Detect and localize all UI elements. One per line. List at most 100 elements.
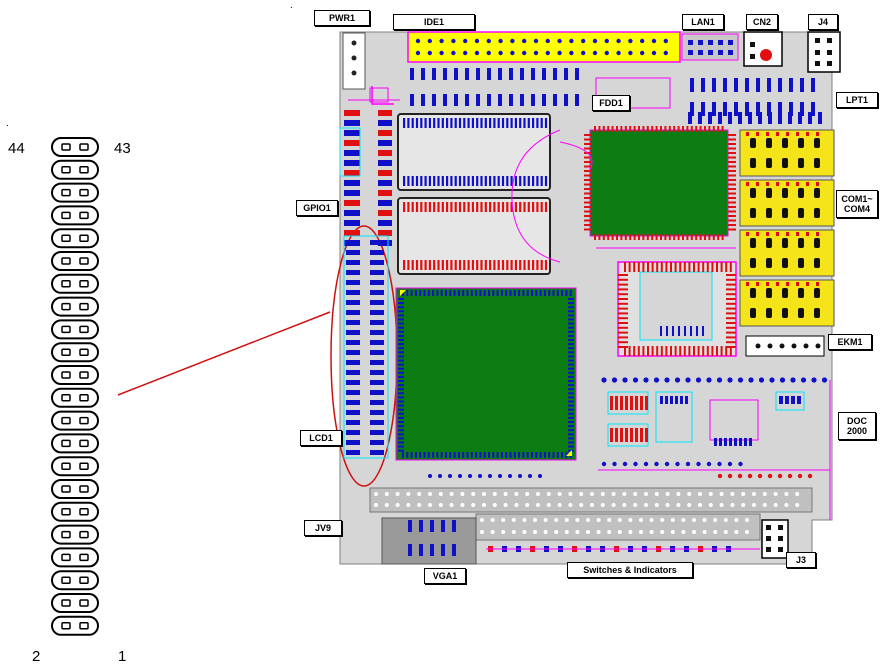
ide-pin [486, 50, 491, 56]
pin [398, 433, 404, 436]
pin [618, 302, 628, 305]
pin [568, 347, 574, 350]
mem-pin [527, 202, 530, 212]
pin [726, 302, 736, 305]
pin [673, 126, 676, 132]
pin [728, 210, 736, 213]
via [632, 377, 639, 383]
pin [548, 290, 551, 296]
mem-pin [540, 118, 543, 128]
pin [414, 290, 417, 296]
mem-pin [420, 260, 423, 270]
hdr-pin [676, 503, 681, 507]
pin [568, 384, 574, 387]
mem-pin [463, 202, 466, 212]
hdr-pin [617, 530, 622, 534]
header-pin [61, 325, 71, 334]
lcd-pad [370, 310, 384, 315]
pin [568, 441, 574, 444]
com-pad [746, 282, 749, 286]
hdr-pin [554, 530, 559, 534]
hdr-pin [395, 503, 400, 507]
mem-pin [519, 260, 522, 270]
pad [690, 102, 694, 116]
hdr-pin [579, 503, 584, 507]
ide-pin [427, 38, 432, 44]
pad [640, 396, 643, 410]
left-pad [378, 130, 392, 136]
ide-pin [522, 50, 527, 56]
pin [568, 363, 574, 366]
pin [440, 290, 443, 296]
lcd-pad [346, 300, 360, 305]
pin [696, 326, 698, 336]
mem-pin [407, 260, 410, 270]
mem-pin [420, 202, 423, 212]
pin [638, 126, 640, 132]
ekm1-connector [745, 335, 825, 357]
pin [398, 388, 404, 391]
pin [440, 452, 443, 458]
left-pad [344, 140, 360, 146]
pin [410, 452, 413, 458]
pad [620, 428, 623, 442]
mem-pin [489, 118, 492, 128]
pin [716, 262, 718, 272]
hdr-pin [514, 503, 519, 507]
mem-pin [493, 118, 496, 128]
com-pin [798, 238, 804, 248]
hdr-pin [406, 503, 411, 507]
pin [702, 346, 705, 356]
pin [398, 404, 404, 407]
pin [568, 371, 574, 374]
pin [726, 326, 736, 329]
lcd-pad [370, 250, 384, 255]
pad [564, 68, 568, 80]
mem-pin [540, 176, 543, 186]
mem-pin [536, 260, 539, 270]
lan-pin [698, 40, 703, 45]
com-pin [766, 288, 772, 298]
hdr-pin [492, 492, 497, 496]
pin [690, 234, 693, 240]
pin [618, 346, 628, 348]
pin [518, 290, 521, 296]
pin [398, 449, 404, 452]
com-pin [798, 158, 804, 168]
mem-pin [454, 260, 457, 270]
hdr-pin [596, 518, 601, 522]
com-pin [798, 188, 804, 198]
pin [633, 126, 636, 132]
pad [797, 396, 801, 404]
pin [543, 290, 546, 296]
lcd-pad [370, 400, 384, 405]
hdr-pin [449, 492, 454, 496]
com-pad [786, 282, 789, 286]
pin [660, 326, 662, 336]
pin [398, 396, 404, 399]
header-pin [79, 508, 89, 516]
hdr-pin [607, 530, 612, 534]
hdr-pin [471, 503, 476, 507]
pin [568, 367, 574, 370]
hdr-pin [784, 503, 789, 507]
header-pin [61, 439, 71, 448]
pin [618, 322, 628, 324]
pin [679, 262, 682, 272]
left-pad [344, 220, 360, 226]
ide-pin [616, 50, 621, 56]
pin [398, 392, 404, 395]
pin [568, 343, 574, 346]
hdr-pin [692, 518, 696, 522]
mem-pin [463, 176, 466, 186]
via [779, 377, 786, 383]
pad [465, 68, 469, 80]
via [685, 377, 691, 383]
mem-pin [411, 202, 414, 212]
com-pad [816, 132, 819, 136]
pad [789, 102, 793, 116]
mem-pin [433, 202, 436, 212]
pin [728, 161, 736, 163]
header-row [51, 570, 99, 591]
